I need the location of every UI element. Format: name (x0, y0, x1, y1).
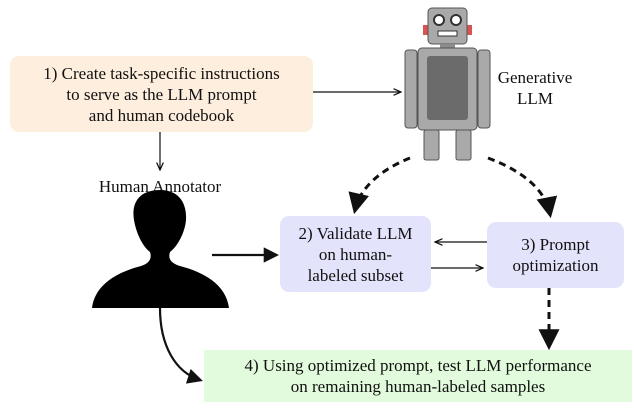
step1-text: 1) Create task-specific instructions to … (43, 63, 280, 126)
step3-box: 3) Prompt optimization (487, 222, 624, 288)
step2-box: 2) Validate LLM on human- labeled subset (280, 216, 431, 292)
robot-left-eye (433, 14, 445, 26)
step3-line1: 3) Prompt (521, 235, 590, 254)
robot-icon (404, 7, 491, 161)
step4-box: 4) Using optimized prompt, test LLM perf… (204, 350, 632, 402)
step4-line2: on remaining human-labeled samples (290, 377, 546, 396)
step3-line2: optimization (512, 256, 599, 275)
arrow-llm-to-step2 (348, 156, 411, 215)
robot-right-arm (477, 49, 491, 129)
human-silhouette-icon (92, 190, 229, 308)
robot-neck (440, 44, 455, 49)
step1-line1: 1) Create task-specific instructions (43, 63, 280, 83)
robot-right-leg (455, 129, 472, 161)
robot-mouth (437, 30, 458, 37)
step2-text: 2) Validate LLM on human- labeled subset (299, 223, 413, 286)
step1-line2: to serve as the LLM prompt (66, 84, 257, 104)
step2-line2: on human- (318, 244, 393, 264)
generative-llm-label: Generative LLM (480, 67, 590, 109)
generative-label-line1: Generative (497, 68, 573, 87)
arrow-annotator-to-step4 (158, 307, 203, 384)
robot-left-ear (423, 25, 429, 35)
step1-box: 1) Create task-specific instructions to … (10, 56, 313, 132)
step2-line3: labeled subset (307, 265, 404, 285)
step2-line1: 2) Validate LLM (298, 223, 413, 243)
robot-head (427, 7, 468, 45)
robot-chest-panel (427, 56, 468, 120)
arrow-llm-to-step3 (487, 156, 558, 219)
robot-left-arm (404, 49, 418, 129)
step4-text: 4) Using optimized prompt, test LLM perf… (245, 355, 592, 397)
step1-line3: and human codebook (88, 105, 235, 125)
robot-right-eye (450, 14, 462, 26)
robot-right-ear (466, 25, 472, 35)
step3-text: 3) Prompt optimization (513, 234, 599, 276)
robot-left-leg (423, 129, 440, 161)
human-annotator-label: Human Annotator (98, 177, 222, 196)
step4-line1: 4) Using optimized prompt, test LLM perf… (244, 356, 592, 375)
generative-label-line2: LLM (517, 89, 553, 108)
